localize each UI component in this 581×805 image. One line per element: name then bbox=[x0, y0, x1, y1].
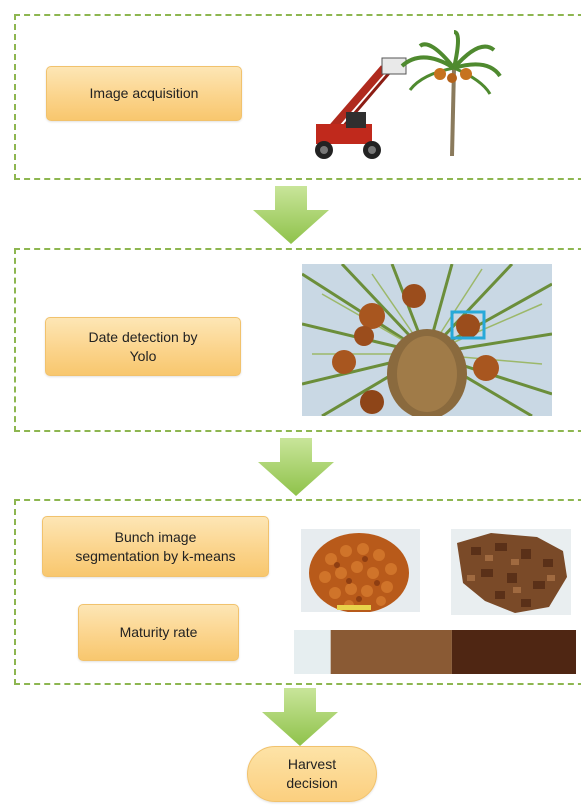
date-detection-label-line1: Date detection by bbox=[89, 328, 198, 347]
maturity-segment-dark-brown bbox=[452, 630, 576, 674]
harvest-decision-label-line2: decision bbox=[286, 774, 337, 793]
bunch-segmentation-box: Bunch image segmentation by k-means bbox=[42, 516, 269, 577]
date-detection-label-line2: Yolo bbox=[89, 347, 198, 366]
bunch-segmentation-label-line1: Bunch image bbox=[75, 528, 235, 547]
acquisition-photo bbox=[302, 28, 502, 163]
image-acquisition-box: Image acquisition bbox=[46, 66, 242, 121]
bunch-segmentation-label-line2: segmentation by k-means bbox=[75, 547, 235, 566]
maturity-segment-ripe-brown bbox=[331, 630, 452, 674]
maturity-color-bar bbox=[294, 630, 576, 674]
maturity-rate-box: Maturity rate bbox=[78, 604, 239, 661]
maturity-segment-background bbox=[294, 630, 331, 674]
down-arrow-1-icon bbox=[253, 186, 329, 249]
segmented-bunch-image bbox=[451, 529, 571, 615]
date-bunch-photo bbox=[301, 529, 420, 612]
harvest-decision-box: Harvest decision bbox=[247, 746, 377, 802]
down-arrow-3-icon bbox=[262, 688, 338, 751]
date-detection-box: Date detection by Yolo bbox=[45, 317, 241, 376]
image-acquisition-label: Image acquisition bbox=[90, 84, 199, 103]
detection-photo bbox=[302, 264, 552, 416]
down-arrow-2-icon bbox=[258, 438, 334, 501]
harvest-decision-label-line1: Harvest bbox=[286, 755, 337, 774]
maturity-rate-label: Maturity rate bbox=[120, 623, 198, 642]
